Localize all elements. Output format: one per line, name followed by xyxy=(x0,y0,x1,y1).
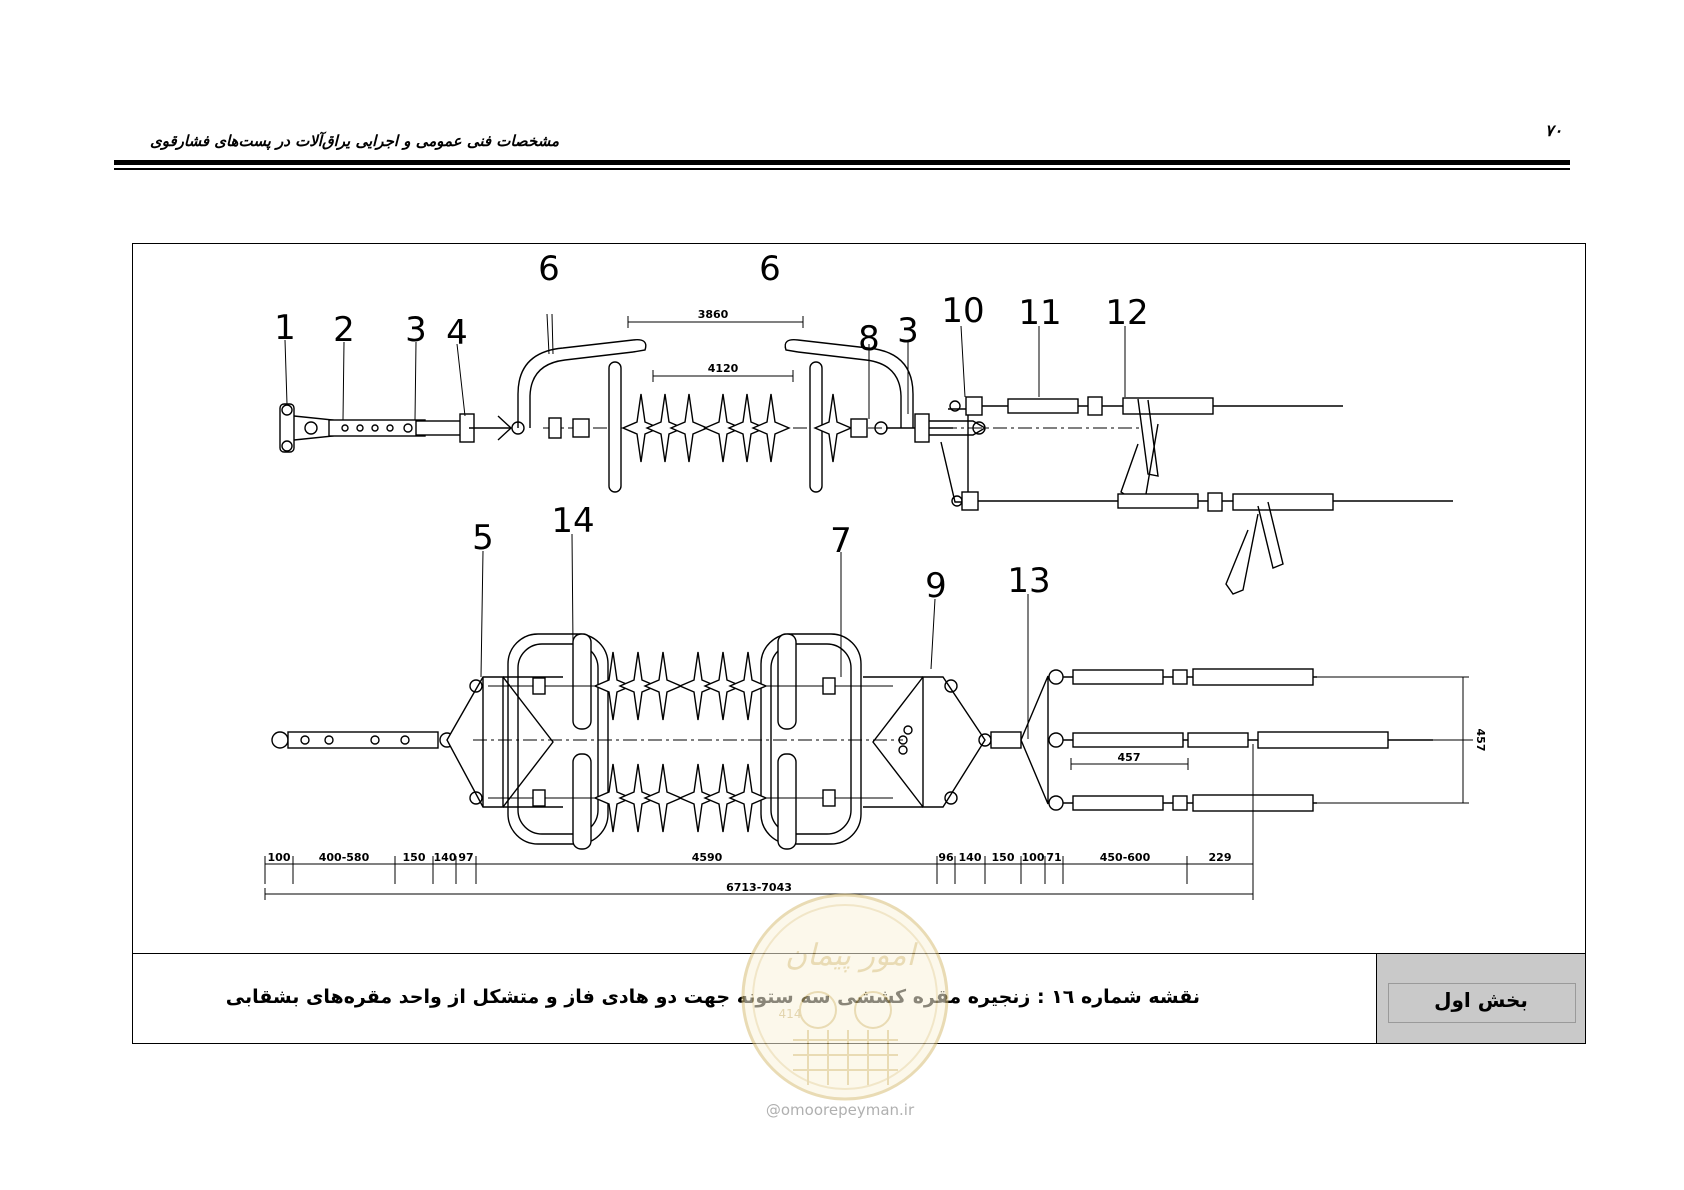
callout-3: 3 xyxy=(405,310,427,350)
callout-7: 7 xyxy=(830,521,852,561)
dim-6713-7043: 6713-7043 xyxy=(726,881,792,894)
dim-457-vertical: 457 xyxy=(1474,729,1487,752)
page-number: ۷۰ xyxy=(1545,121,1563,140)
document-header-title: مشخصات فنی عمومی و اجرایی یراق‌آلات در پ… xyxy=(150,132,560,150)
dim-457-horizontal: 457 xyxy=(1118,751,1141,764)
dim-400-580: 400-580 xyxy=(319,851,370,864)
callout-14: 14 xyxy=(551,501,594,541)
callout-12: 12 xyxy=(1105,293,1148,333)
callout-11: 11 xyxy=(1018,293,1061,333)
watermark-site: @omoorepeyman.ir xyxy=(765,1101,915,1119)
dim-100-left: 100 xyxy=(268,851,291,864)
callout-6-left: 6 xyxy=(538,249,560,289)
dim-150-left: 150 xyxy=(403,851,426,864)
section-label: بخش اول xyxy=(1434,988,1528,1012)
caption-divider xyxy=(1376,953,1377,1044)
technical-drawing: 1 2 3 4 6 6 8 3 10 11 12 5 14 7 9 13 386… xyxy=(264,249,1487,900)
section-cell xyxy=(1377,954,1585,1043)
watermark-logo-text: امور پیمان xyxy=(785,938,919,973)
header-rule-thin xyxy=(114,168,1570,170)
callout-10: 10 xyxy=(941,291,984,331)
watermark-logo: امور پیمان 414 xyxy=(741,893,949,1101)
dim-229: 229 xyxy=(1209,851,1232,864)
callout-3-right: 3 xyxy=(897,311,919,351)
callout-2: 2 xyxy=(333,310,355,350)
dim-97: 97 xyxy=(458,851,473,864)
callout-4: 4 xyxy=(446,313,468,353)
section-inner-frame xyxy=(1388,983,1576,1023)
dim-150-right: 150 xyxy=(992,851,1015,864)
watermark-code: 414 xyxy=(779,1007,802,1021)
header-rule-thick xyxy=(114,160,1570,165)
dim-96: 96 xyxy=(938,851,954,864)
dim-3860: 3860 xyxy=(698,308,729,321)
dim-450-600: 450-600 xyxy=(1100,851,1151,864)
dim-100-right: 100 xyxy=(1022,851,1045,864)
figure-caption: نقشه شماره ۱٦ : زنجیره مقره کششی سه ستون… xyxy=(225,986,1200,1008)
callout-5: 5 xyxy=(472,518,494,558)
callout-6-right: 6 xyxy=(759,249,781,289)
callout-13: 13 xyxy=(1007,561,1050,601)
dim-140-right: 140 xyxy=(959,851,982,864)
dim-140-left: 140 xyxy=(434,851,457,864)
dim-4120: 4120 xyxy=(708,362,739,375)
callout-1: 1 xyxy=(274,308,296,348)
callout-9: 9 xyxy=(925,566,947,606)
callout-8: 8 xyxy=(858,319,880,359)
dim-71: 71 xyxy=(1046,851,1061,864)
dim-4590: 4590 xyxy=(692,851,723,864)
